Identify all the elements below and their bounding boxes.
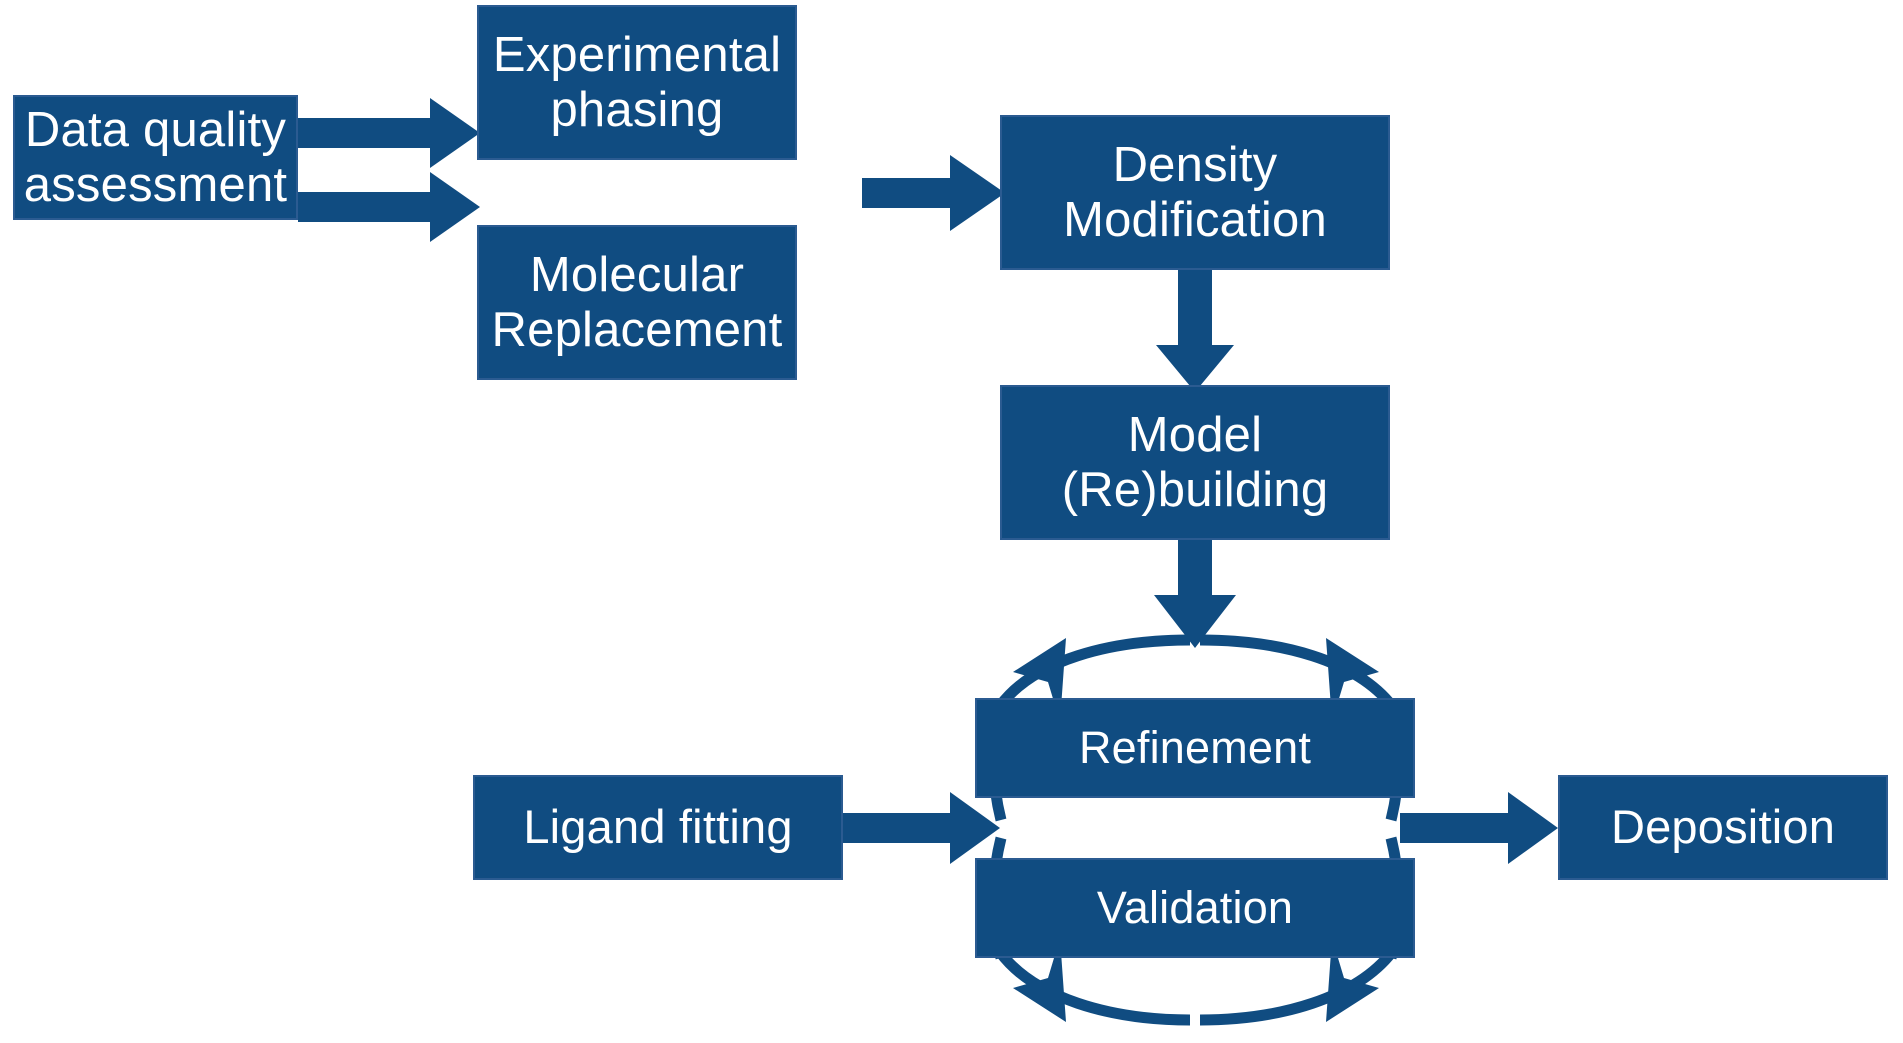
node-density-modification[interactable]: Density Modification (1000, 115, 1390, 270)
arrow-model-to-refinement-cycle (1154, 538, 1236, 648)
node-model-rebuilding[interactable]: Model (Re)building (1000, 385, 1390, 540)
node-validation[interactable]: Validation (975, 858, 1415, 958)
arrow-density-to-model-rebuilding (1156, 268, 1234, 392)
arrow-ligand-fitting-to-cycle (843, 792, 1000, 864)
arrow-phasing-to-density-modification (862, 155, 1005, 231)
node-deposition[interactable]: Deposition (1558, 775, 1888, 880)
node-experimental-phasing[interactable]: Experimental phasing (477, 5, 797, 160)
arrow-cycle-to-deposition (1400, 792, 1558, 864)
node-data-quality-assessment[interactable]: Data quality assessment (13, 95, 298, 220)
arrow-dqa-to-molecular-replacement (298, 172, 480, 242)
node-refinement[interactable]: Refinement (975, 698, 1415, 798)
node-ligand-fitting[interactable]: Ligand fitting (473, 775, 843, 880)
node-molecular-replacement[interactable]: Molecular Replacement (477, 225, 797, 380)
arrow-dqa-to-experimental-phasing (298, 98, 480, 168)
